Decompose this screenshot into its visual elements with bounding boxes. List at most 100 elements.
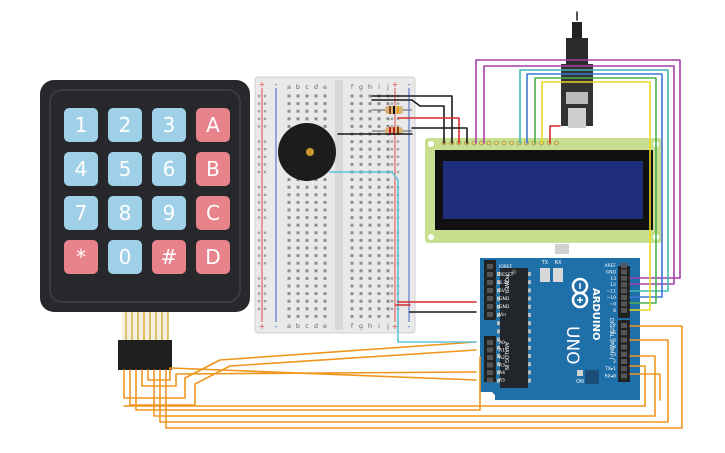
breadboard-center-channel [335, 80, 343, 330]
column-letter: c [305, 322, 309, 330]
keypad-key[interactable]: 9 [152, 196, 186, 230]
rx-led [553, 268, 563, 282]
column-letter: e [323, 322, 327, 330]
column-letter: g [359, 83, 363, 91]
keypad-key-label: 2 [119, 113, 132, 137]
column-letter: b [296, 322, 300, 330]
keypad-key[interactable]: C [196, 196, 230, 230]
column-letter: g [359, 322, 363, 330]
keypad-key-label: A [206, 113, 220, 137]
keypad-key-label: B [206, 157, 220, 181]
pin-label: ~3 [609, 352, 616, 358]
keypad-key[interactable]: 1 [64, 108, 98, 142]
wire [159, 339, 669, 423]
column-letter: e [323, 83, 327, 91]
pin-label: A2 [499, 355, 505, 361]
keypad-ribbon-cable [122, 312, 168, 340]
column-letter: b [296, 83, 300, 91]
on-led [577, 370, 583, 376]
pin-label: IOREF [499, 264, 513, 270]
rail-minus-label-right: - [408, 80, 411, 89]
keypad-key[interactable]: 4 [64, 152, 98, 186]
analog-section-label: ANALOG IN [503, 342, 509, 370]
pin-label: 4 [613, 345, 616, 351]
resistor-1 [372, 106, 412, 114]
tx-label: TX [541, 260, 549, 266]
pin-label: GND [499, 296, 510, 302]
keypad-key-label: * [76, 245, 86, 269]
l-led-label: L [575, 247, 579, 254]
column-letter: d [314, 83, 318, 91]
wires [123, 11, 683, 429]
arduino-logo-icon [571, 277, 589, 309]
keypad-key[interactable]: # [152, 240, 186, 274]
wire [541, 81, 651, 311]
pin-label: ~11 [607, 289, 617, 295]
column-letter: h [368, 322, 372, 330]
pin-label: 5V [499, 288, 506, 294]
keypad-key[interactable]: 3 [152, 108, 186, 142]
wire [411, 127, 468, 144]
keypad-key-label: 9 [163, 201, 176, 225]
l-led [555, 244, 569, 254]
wire [475, 59, 681, 279]
keypad-key[interactable]: 6 [152, 152, 186, 186]
column-letter: h [368, 83, 372, 91]
keypad-key[interactable]: 7 [64, 196, 98, 230]
usb-boot [566, 38, 588, 64]
pin-label: 12 [610, 282, 616, 288]
rail-minus-label-bottom: - [275, 322, 278, 331]
rail-minus-label: - [275, 80, 278, 89]
lcd-16x2 [425, 138, 662, 243]
keypad-key-label: 4 [75, 157, 88, 181]
pin-label: ~6 [609, 330, 616, 336]
column-letter: j [386, 322, 389, 330]
keypad-key-label: # [161, 245, 178, 269]
atmega-chip [500, 268, 528, 388]
column-letter: i [378, 83, 380, 91]
pin-label: RESET [499, 272, 514, 278]
usb-connector-metal [566, 92, 588, 104]
wire [549, 125, 561, 144]
wire [135, 356, 481, 411]
keypad-key[interactable]: A [196, 108, 230, 142]
pin-label: A3 [499, 363, 505, 369]
keypad-key[interactable]: * [64, 240, 98, 274]
pin-label: A5 [499, 378, 505, 384]
pin-label: 8 [613, 308, 616, 314]
wire [165, 325, 683, 429]
pin-label: GND [606, 269, 617, 275]
rail-plus-label: + [259, 80, 266, 89]
column-letter: i [378, 322, 380, 330]
rail-plus-label-bottom-right: + [392, 322, 399, 331]
wire [123, 365, 646, 407]
usb-cable-plug [561, 22, 593, 128]
keypad-key[interactable]: 0 [108, 240, 142, 274]
keypad-key[interactable]: 8 [108, 196, 142, 230]
power-section-label: POWER [503, 275, 509, 294]
wire [329, 171, 477, 343]
keypad-key[interactable]: D [196, 240, 230, 274]
pin-label: Vin [499, 312, 506, 318]
rail-plus-label-right: + [392, 80, 399, 89]
column-letter: j [386, 83, 389, 91]
pin-label: A1 [499, 348, 505, 354]
digital-section-label: DIGITAL (PWM~) [608, 318, 614, 360]
keypad-key-label: 3 [163, 113, 176, 137]
piezo-buzzer [278, 123, 336, 181]
pin-label: AREF [604, 263, 616, 269]
keypad-key[interactable]: 2 [108, 108, 142, 142]
on-label: ON [576, 379, 584, 385]
keypad-key[interactable]: B [196, 152, 230, 186]
pin-label: ~10 [607, 295, 617, 301]
keypad-key[interactable]: 5 [108, 152, 142, 186]
rail-minus-label-bottom-right: - [408, 322, 411, 331]
wire [534, 77, 657, 304]
rail-plus-label-bottom: + [259, 322, 266, 331]
usb-cable [572, 22, 582, 40]
reset-button [585, 370, 599, 384]
